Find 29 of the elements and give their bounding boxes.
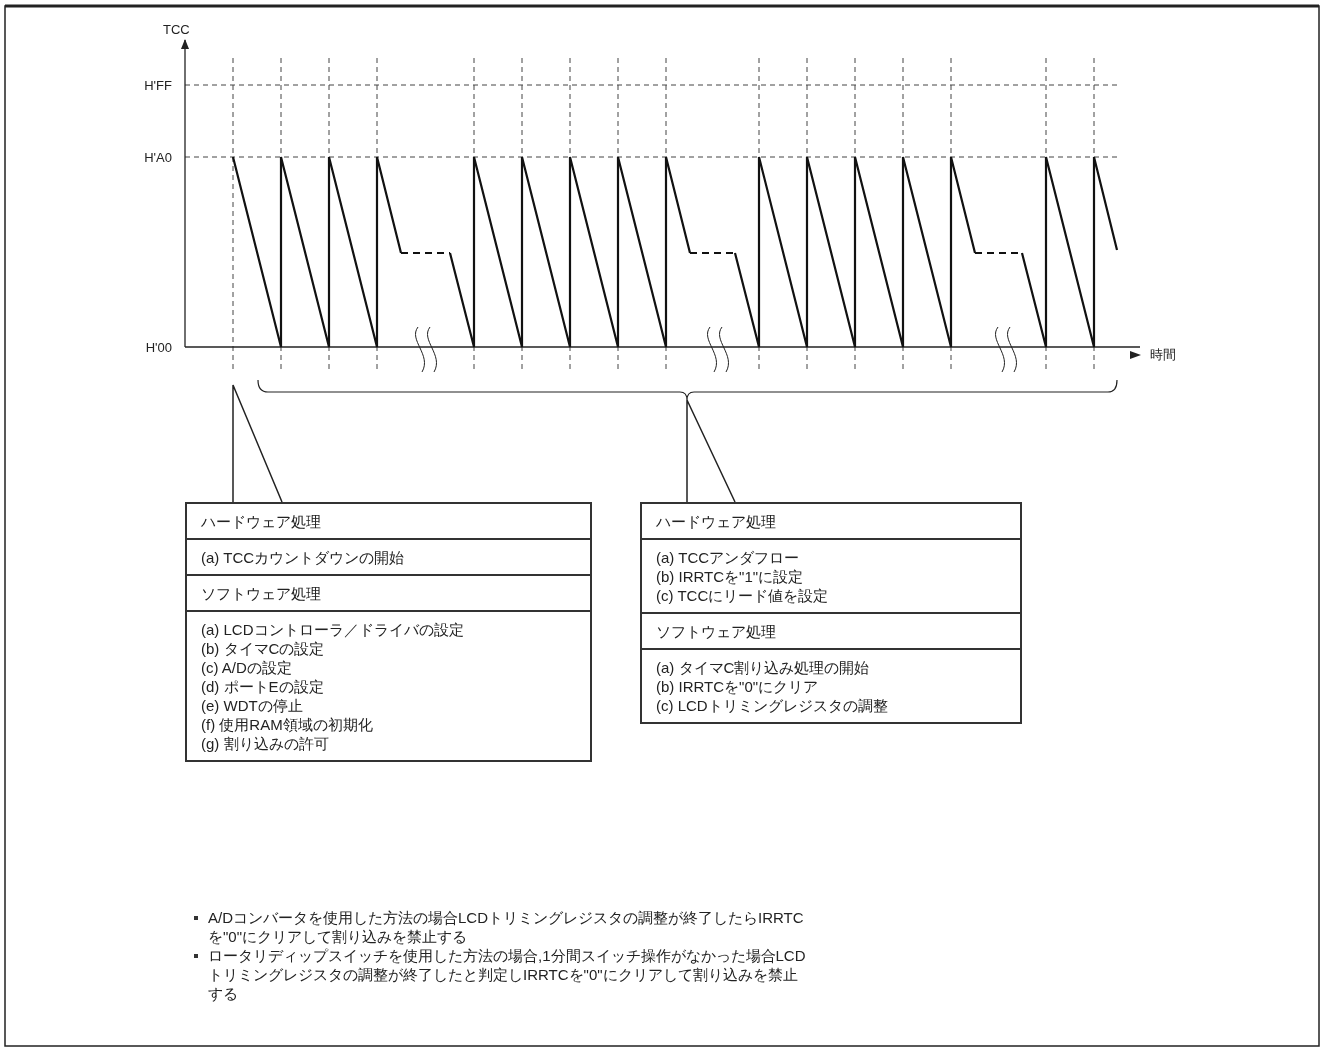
list-item: (e) WDTの停止 [201, 696, 303, 715]
list-item: (b) タイマCの設定 [201, 639, 325, 658]
list-item: (a) TCCアンダフロー [656, 548, 800, 567]
list-item: (a) LCDコントローラ／ドライバの設定 [201, 620, 464, 639]
tick-label: H'A0 [144, 150, 172, 165]
note-text: A/Dコンバータを使用した方法の場合LCDトリミングレジスタの調整が終了したらIRRTCを"0"にクリアして割り込みを禁止する [208, 908, 805, 946]
axis-label: TCC [163, 22, 190, 37]
section-heading: ハードウェア処理 [201, 512, 321, 531]
callout-box [185, 502, 592, 762]
list-item: (a) TCCカウントダウンの開始 [201, 548, 405, 567]
leader-line [232, 384, 283, 503]
list-item: (c) A/Dの設定 [201, 658, 292, 677]
section-heading: ソフトウェア処理 [656, 622, 776, 641]
list-item: (g) 割り込みの許可 [201, 734, 329, 753]
axis-label: 時間 [1150, 347, 1176, 362]
list-item: (d) ポートEの設定 [201, 677, 324, 696]
callout-box [640, 502, 1022, 724]
list-item: (c) LCDトリミングレジスタの調整 [656, 696, 888, 715]
tick-label: H'00 [145, 340, 172, 355]
note-text: ロータリディップスイッチを使用した方法の場合,1分間スイッチ操作がなかった場合LCDトリミングレジスタの調整が終了したと判定しIRRTCを"0"にクリアして割り込みを禁止する [208, 946, 807, 1003]
list-item: (b) IRRTCを"1"に設定 [656, 567, 804, 586]
section-heading: ソフトウェア処理 [201, 584, 321, 603]
list-item: (f) 使用RAM領域の初期化 [201, 715, 373, 734]
section-heading: ハードウェア処理 [656, 512, 776, 531]
list-item: (b) IRRTCを"0"にクリア [656, 677, 819, 696]
list-item: (a) タイマC割り込み処理の開始 [656, 658, 870, 677]
list-item: (c) TCCにリード値を設定 [656, 586, 829, 605]
tick-label: H'FF [144, 78, 172, 93]
leader-line [686, 399, 736, 503]
